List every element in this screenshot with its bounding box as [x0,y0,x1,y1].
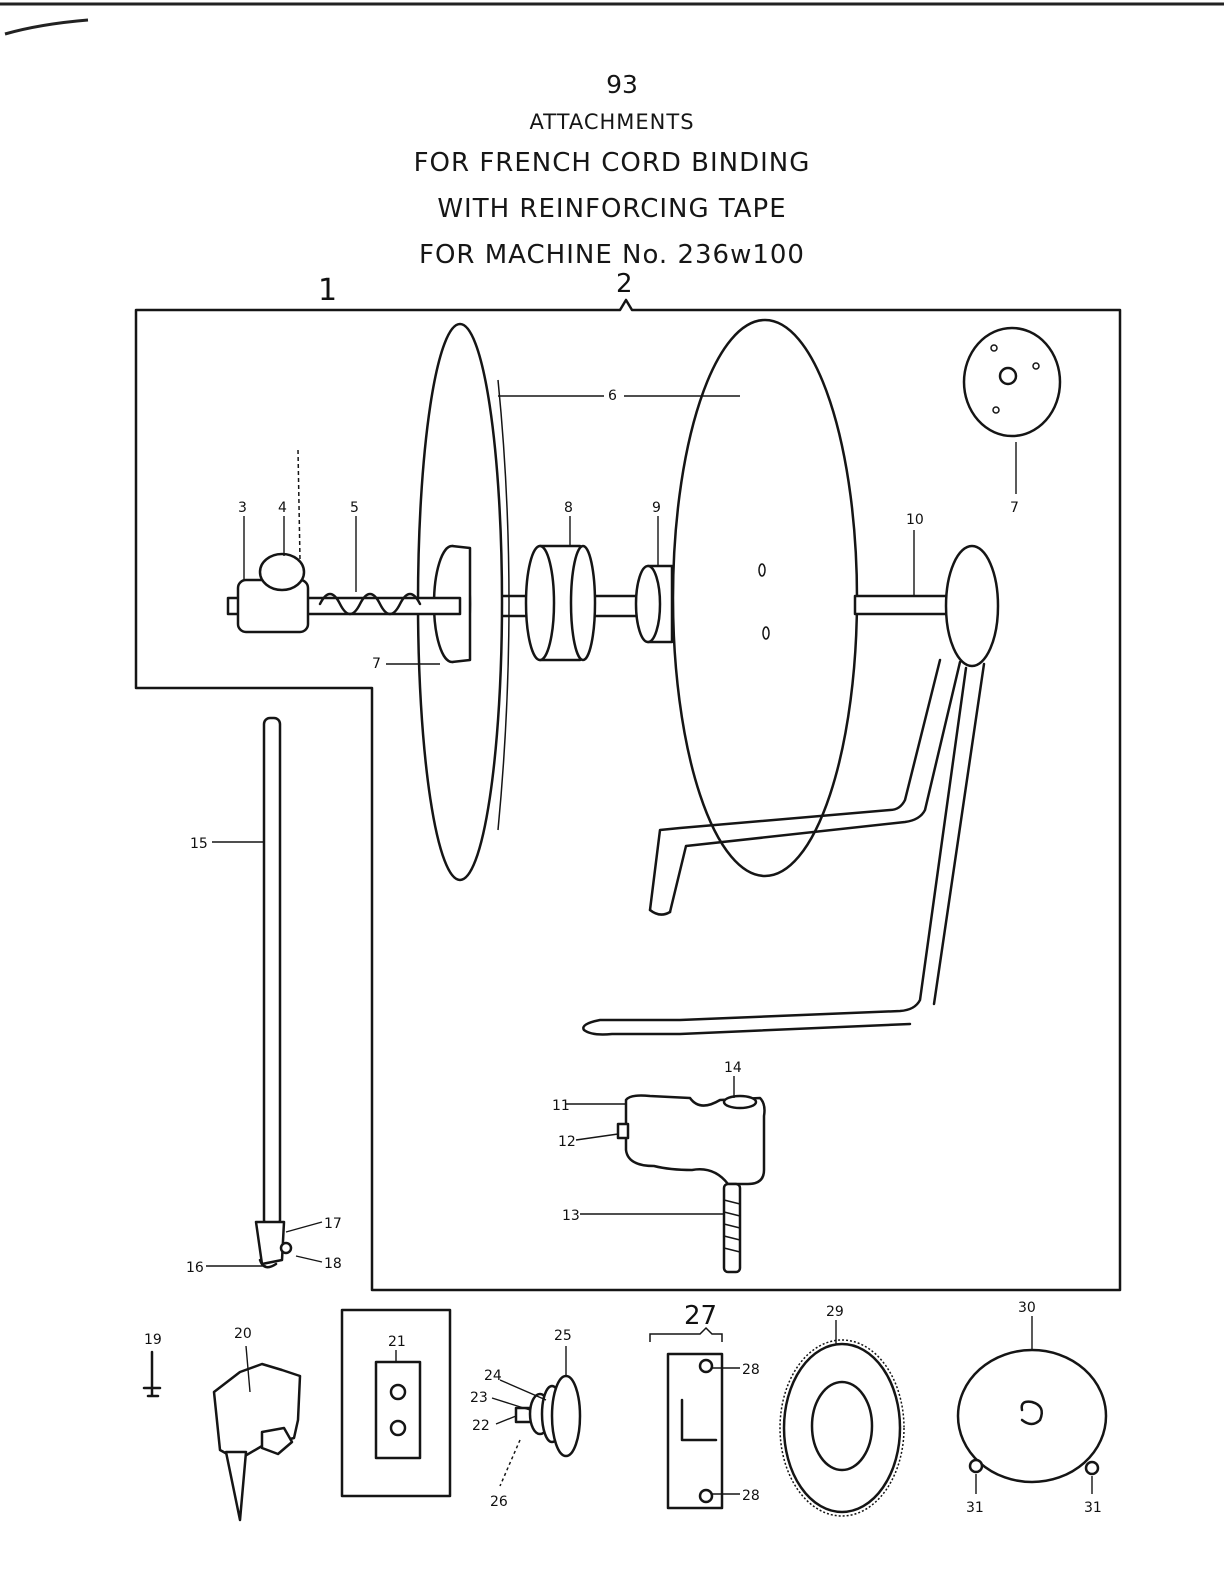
label-part-7-left: 7 [372,656,381,672]
label-part-11: 11 [552,1098,570,1114]
label-part-24: 24 [484,1368,502,1384]
label-part-28-bottom: 28 [742,1488,760,1504]
label-part-8: 8 [564,500,573,516]
thumb-screw-4 [260,554,304,590]
label-part-5: 5 [350,500,359,516]
block-21 [376,1362,420,1458]
label-part-14: 14 [724,1060,742,1076]
label-part-15: 15 [190,836,208,852]
label-part-19: 19 [144,1332,162,1348]
block-21-hole-a [391,1385,405,1399]
label-part-30: 30 [1018,1300,1036,1316]
screw-28-top [700,1360,712,1372]
disc-7-center [1000,368,1016,384]
spacer-8-face [526,546,554,660]
label-part-16: 16 [186,1260,204,1276]
label-part-22: 22 [472,1418,490,1434]
label-part-20: 20 [234,1326,252,1342]
label-part-21: 21 [388,1334,406,1350]
label-part-7-right: 7 [1010,500,1019,516]
block-21-hole-b [391,1421,405,1435]
scan-mark [5,20,88,34]
spacer-8-end [571,546,595,660]
screw-31-left [970,1460,982,1472]
label-part-10: 10 [906,512,924,528]
gear-29-bore [812,1382,872,1470]
label-part-3: 3 [238,500,247,516]
label-part-2: 2 [616,269,633,299]
label-part-31-right: 31 [1084,1500,1102,1516]
washer-9-face [636,566,660,642]
label-part-18: 18 [324,1256,342,1272]
screw-12 [618,1124,628,1138]
rod-15 [264,718,280,1226]
thumb-screw-dash [298,450,300,560]
label-part-27: 27 [684,1301,717,1331]
label-part-12: 12 [558,1134,576,1150]
screw-28-bottom [700,1490,712,1502]
binder-20-nut [262,1428,292,1454]
support-bracket-end [650,910,670,915]
label-part-23: 23 [470,1390,488,1406]
label-part-13: 13 [562,1208,580,1224]
label-part-29: 29 [826,1304,844,1320]
screw-18 [281,1243,291,1253]
end-plate [946,546,998,666]
plate-27 [668,1354,722,1508]
rear-spool-disc [673,320,857,876]
pin-26 [500,1440,520,1486]
label-part-31-left: 31 [966,1500,984,1516]
label-part-6: 6 [608,388,617,404]
label-part-1: 1 [318,273,337,308]
label-part-25: 25 [554,1328,572,1344]
binder-20-tongue [226,1452,246,1520]
knurled-knob-25 [552,1376,580,1456]
rod-foot [256,1222,284,1264]
label-part-28-top: 28 [742,1362,760,1378]
screw-19 [144,1352,160,1396]
leaders-29-30 [836,1316,1032,1350]
screw-31-right [1086,1462,1098,1474]
label-part-9: 9 [652,500,661,516]
label-part-17: 17 [324,1216,342,1232]
label-part-4: 4 [278,500,287,516]
clamp-top-14 [724,1096,756,1108]
label-part-26: 26 [490,1494,508,1510]
